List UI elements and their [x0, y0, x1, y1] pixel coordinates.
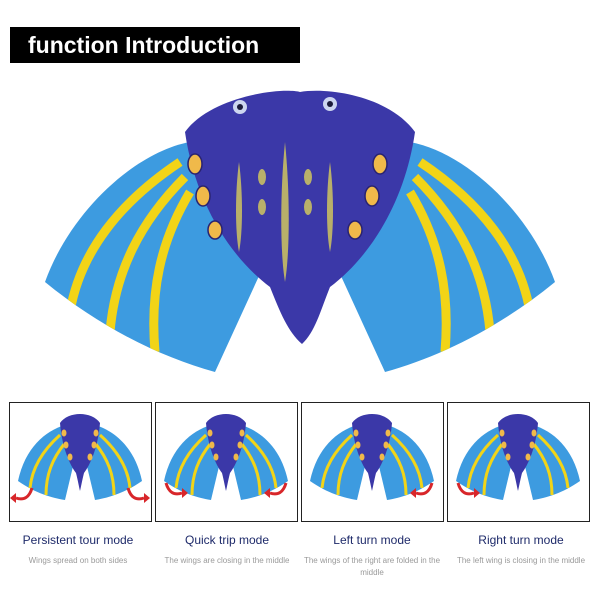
- body-spot: [383, 441, 389, 449]
- body-spot: [209, 441, 215, 449]
- arrow-head-icon: [144, 493, 150, 503]
- body-spot: [207, 429, 213, 437]
- wing-stripe: [466, 433, 499, 489]
- mode-title: Left turn mode: [333, 533, 411, 547]
- ray-body: [206, 414, 246, 491]
- arrow-head-icon: [264, 488, 270, 498]
- stingray-thumbnail: [456, 414, 580, 500]
- mode-caption: Right turn mode The left wing is closing…: [446, 533, 596, 567]
- arrow-head-icon: [182, 488, 188, 498]
- body-spot: [531, 429, 537, 437]
- stingray-thumbnail: [310, 414, 434, 500]
- mode-title: Right turn mode: [478, 533, 564, 547]
- mode-panel-quick-trip: [155, 402, 298, 522]
- ray-body: [352, 414, 392, 491]
- wing-stripe: [320, 433, 353, 489]
- body-spot: [239, 429, 245, 437]
- body-spot: [499, 429, 505, 437]
- mode-description: Wings spread on both sides: [28, 556, 128, 565]
- ray-body: [60, 414, 100, 491]
- body-spot: [67, 453, 73, 461]
- arrow-head-icon: [410, 488, 416, 498]
- body-spot: [353, 429, 359, 437]
- body-spot: [63, 441, 69, 449]
- wing-stripe: [99, 433, 132, 489]
- mode-description: The wings are closing in the middle: [164, 556, 290, 565]
- body-spot: [505, 453, 511, 461]
- body-spot: [233, 453, 239, 461]
- body-spot: [501, 441, 507, 449]
- stingray-thumbnail: [10, 414, 150, 503]
- stingray-thumbnail: [164, 414, 288, 500]
- direction-arrow-icon: [415, 482, 434, 496]
- body-spot: [359, 453, 365, 461]
- body-spot: [87, 453, 93, 461]
- wing-stripe: [385, 442, 408, 496]
- wing-stripe: [190, 442, 213, 496]
- mode-title: Quick trip mode: [184, 533, 270, 547]
- wing-stripe: [239, 442, 262, 496]
- mode-panel-right-turn: [447, 402, 590, 522]
- page-title: function Introduction: [10, 27, 300, 63]
- body-spot: [379, 453, 385, 461]
- body-spot: [525, 453, 531, 461]
- body-spot: [529, 441, 535, 449]
- direction-arrow-icon: [126, 487, 145, 501]
- mode-caption: Quick trip mode The wings are closing in…: [152, 533, 302, 567]
- direction-arrow-icon: [269, 482, 288, 496]
- wing-stripe: [336, 442, 359, 496]
- mode-description: The wings of the right are folded in the…: [303, 556, 441, 577]
- direction-arrow-icon: [15, 487, 34, 501]
- body-spot: [91, 441, 97, 449]
- body-spot: [213, 453, 219, 461]
- direction-arrow-icon: [456, 482, 475, 496]
- wing-stripe: [531, 442, 554, 496]
- wing-stripe: [391, 433, 424, 489]
- direction-arrow-icon: [164, 482, 183, 496]
- body-spot: [93, 429, 99, 437]
- body-spot: [237, 441, 243, 449]
- arrow-head-icon: [10, 493, 16, 503]
- wing-stripe: [93, 442, 116, 496]
- mode-panel-persistent-tour: [9, 402, 152, 522]
- stingray-toy-image: [45, 90, 555, 372]
- wing-stripe: [245, 433, 278, 489]
- wing-stripe: [44, 442, 67, 496]
- mode-description: The left wing is closing in the middle: [456, 556, 586, 565]
- mode-caption: Persistent tour mode Wings spread on bot…: [3, 533, 153, 567]
- body-spot: [61, 429, 67, 437]
- mode-panel-left-turn: [301, 402, 444, 522]
- wing-stripe: [174, 433, 207, 489]
- wing-stripe: [482, 442, 505, 496]
- wing-stripe: [537, 433, 570, 489]
- mode-caption: Left turn mode The wings of the right ar…: [297, 533, 447, 579]
- body-spot: [355, 441, 361, 449]
- mode-title: Persistent tour mode: [22, 533, 134, 547]
- wing-stripe: [28, 433, 61, 489]
- body-spot: [385, 429, 391, 437]
- ray-body: [498, 414, 538, 491]
- arrow-head-icon: [474, 488, 480, 498]
